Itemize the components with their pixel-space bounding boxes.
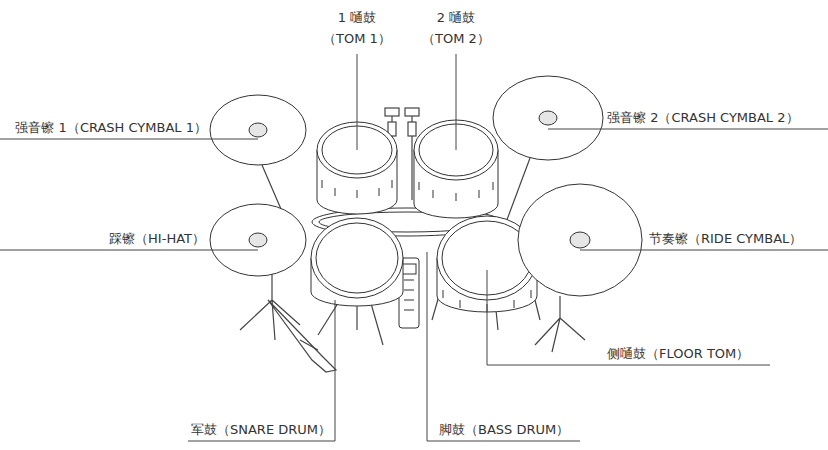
part-label: 踩镲（HI-HAT） bbox=[108, 231, 206, 247]
part-label: 节奏镲（RIDE CYMBAL） bbox=[648, 231, 803, 247]
leader-lines bbox=[0, 54, 828, 441]
part-label: （TOM 1） bbox=[322, 31, 392, 47]
part-label: （TOM 2） bbox=[421, 31, 491, 47]
part-label: 强音镲 1（CRASH CYMBAL 1） bbox=[14, 120, 208, 136]
toms bbox=[317, 120, 498, 218]
cymbals-back bbox=[210, 76, 603, 165]
part-label: 脚鼓（BASS DRUM） bbox=[438, 422, 570, 438]
part-label: 1 嗵鼓 bbox=[337, 10, 377, 26]
part-label: 侧嗵鼓（FLOOR TOM） bbox=[606, 346, 750, 362]
part-label: 军鼓（SNARE DRUM） bbox=[190, 422, 332, 438]
hi-hat bbox=[210, 204, 306, 276]
ride-cymbal bbox=[518, 184, 642, 296]
snare-and-floor-tom bbox=[311, 216, 537, 312]
part-label: 2 嗵鼓 bbox=[436, 10, 476, 26]
part-label: 强音镲 2（CRASH CYMBAL 2） bbox=[606, 110, 800, 126]
